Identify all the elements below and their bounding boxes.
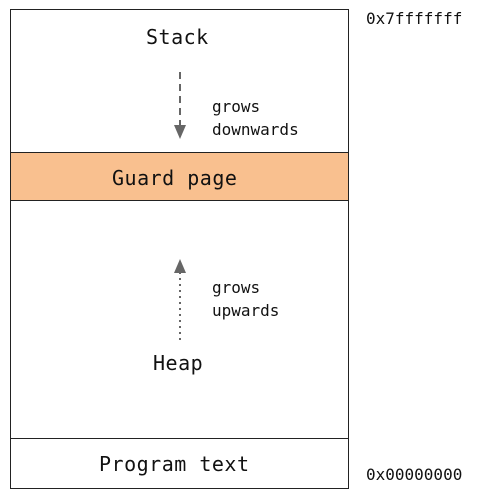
guard-page-label: Guard page [112,166,238,190]
stack-label: Stack [146,25,209,49]
bottom-address-label: 0x00000000 [366,465,463,484]
grows-upwards-line-2: upwards [212,301,280,320]
heap-label: Heap [153,351,204,375]
grows-downwards-line-2: downwards [212,120,299,139]
program-text-label: Program text [99,452,250,476]
grows-downwards-line-1: grows [212,97,261,116]
heap-region [10,201,349,438]
grows-upwards-note: grows upwards [212,276,279,322]
guard-page-region [10,152,349,201]
grows-downwards-note: grows downwards [212,95,299,141]
top-address-label: 0x7fffffff [366,9,463,28]
grows-upwards-line-1: grows [212,278,261,297]
program-text-region [10,438,349,489]
